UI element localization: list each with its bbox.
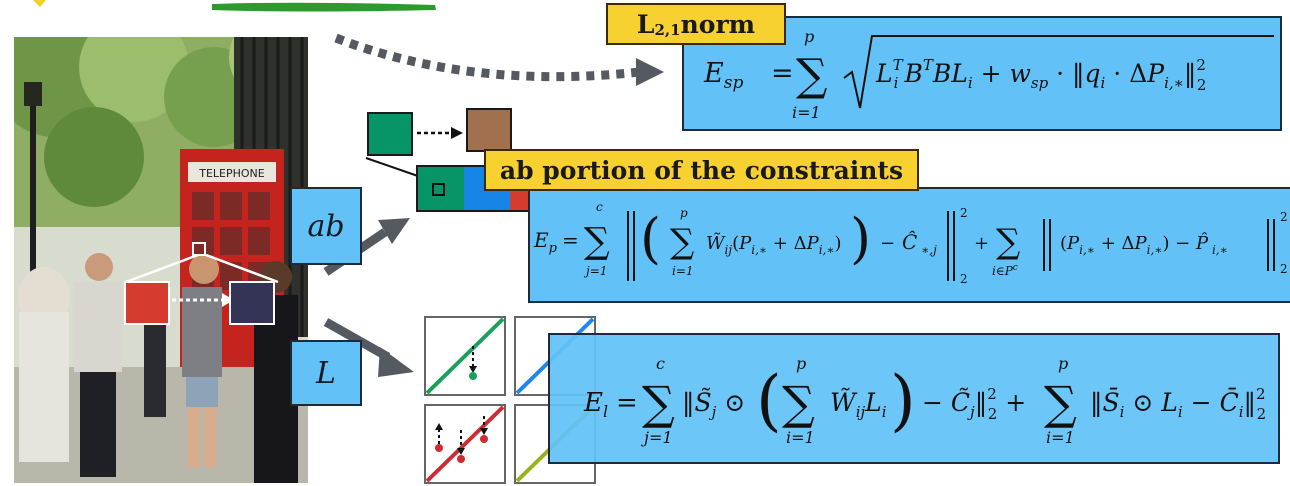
el-paren-close: )	[890, 362, 916, 439]
ep-second-sum: ∑	[996, 222, 1020, 262]
ep-plus: +	[974, 233, 989, 254]
el-outer-top: c	[656, 354, 665, 373]
el-second-bottom: i=1	[1046, 428, 1075, 447]
esp-lhs-sub: sp	[724, 73, 744, 93]
el-equation-box: El = c ∑ j=1 ‖S̃j ⊙ ( p ∑ i=1 W̃ijLi ) −…	[548, 333, 1280, 464]
el-equals: =	[616, 388, 638, 418]
ep-term1: W̃ij(Pi,∗ + ΔPi,∗)	[706, 232, 842, 257]
arrowhead-ab	[378, 218, 410, 244]
ep-second-bottom: i∈Pc	[992, 263, 1018, 278]
el-inner-sum: ∑	[782, 376, 815, 430]
esp-equals: =	[771, 58, 794, 89]
swatch-dotted-arrow	[417, 127, 463, 139]
el-inner-bottom: i=1	[786, 428, 815, 447]
l21-rest: norm	[680, 9, 756, 39]
esp-sum-bottom: i=1	[792, 103, 821, 122]
ab-portion-label: ab portion of the constraints	[484, 149, 919, 191]
arrow-l	[323, 318, 391, 361]
green-swatch	[367, 112, 413, 156]
ep-inner-sum: ∑	[670, 222, 694, 262]
el-inner-top: p	[796, 354, 806, 373]
svg-text:2: 2	[1280, 210, 1288, 224]
ep-norm-sub: 2	[960, 272, 968, 286]
el-outer-bottom: j=1	[641, 428, 673, 447]
ep-lhs: Ep	[533, 228, 558, 256]
ep-lhs-sub: p	[549, 241, 558, 256]
esp-sqrt	[843, 35, 1274, 109]
el-paren-open: (	[756, 362, 782, 439]
ep-inner-bottom: i=1	[672, 264, 694, 278]
el-equation: El = c ∑ j=1 ‖S̃j ⊙ ( p ∑ i=1 W̃ijLi ) −…	[583, 354, 1266, 447]
ep-paren-open: (	[640, 207, 661, 270]
ep-norm-sup: 2	[960, 206, 968, 220]
ep-equals: =	[562, 228, 579, 252]
l21-main: L	[636, 9, 655, 39]
ep-term2: Ĉ ∗,j	[902, 229, 937, 257]
ep-paren-close: )	[850, 207, 871, 270]
brown-swatch	[466, 108, 512, 152]
svg-text:2: 2	[1280, 262, 1288, 276]
channel-ab-label: ab	[290, 187, 362, 265]
target-color-swatch	[229, 281, 275, 325]
decorative-strokes	[33, 0, 436, 12]
el-second-sum: ∑	[1044, 376, 1077, 430]
channel-l-label: L	[290, 340, 362, 406]
ep-outer-top: c	[596, 200, 603, 214]
selector-guides	[125, 253, 279, 307]
esp-sum-top: p	[804, 27, 814, 46]
yellow-marker-tip	[33, 0, 46, 7]
bar-pixel-marker	[432, 183, 445, 196]
color-bar-green	[418, 167, 464, 210]
el-term2: W̃ijLi	[830, 388, 887, 421]
esp-sum-symbol: ∑	[796, 50, 827, 101]
ep-equation-box: Ep = c ∑ j=1 ( p ∑ i=1 W̃ij(Pi,∗ + ΔPi,∗…	[528, 187, 1290, 303]
el-outer-sum: ∑	[642, 376, 675, 430]
arrowhead-l	[378, 347, 414, 377]
el-second-top: p	[1058, 354, 1068, 373]
ep-minus: −	[880, 233, 895, 254]
source-color-swatch	[124, 281, 170, 325]
el-lhs: El	[583, 388, 608, 421]
el-lhs-sub: l	[603, 402, 608, 421]
ep-outer-sum: ∑	[584, 221, 610, 262]
ep-term3: (Pi,∗ + ΔPi,∗) − P̂ i,∗	[1060, 232, 1228, 257]
l21-sub: 2,1	[654, 21, 681, 39]
ep-equation: Ep = c ∑ j=1 ( p ∑ i=1 W̃ij(Pi,∗ + ΔPi,∗…	[533, 200, 1288, 286]
esp-lhs: Esp	[703, 58, 743, 93]
ep-inner-top: p	[680, 206, 688, 220]
dotted-arrow-to-esp	[334, 33, 641, 82]
ep-outer-bottom: j=1	[583, 264, 607, 278]
el-term1: ‖S̃j ⊙	[682, 388, 745, 421]
svg-text:TELEPHONE: TELEPHONE	[198, 167, 265, 180]
arrowhead-esp	[636, 58, 664, 86]
green-brush-stroke	[212, 2, 436, 12]
pixel-selector	[192, 242, 206, 256]
